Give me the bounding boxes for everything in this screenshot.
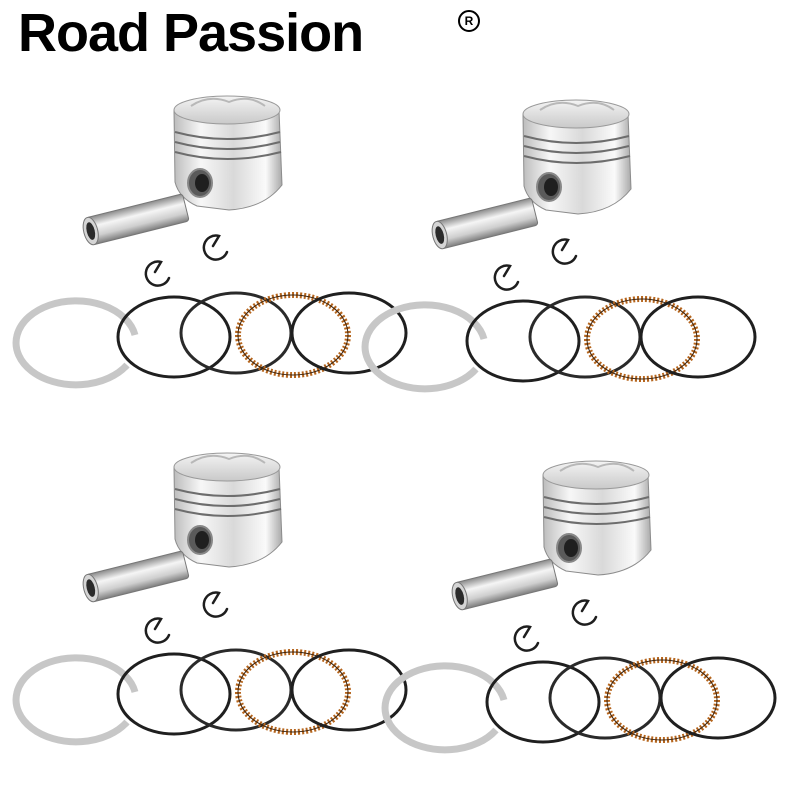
- brand-logo-text: Road Passion: [18, 3, 364, 63]
- registered-trademark-icon: R: [458, 10, 480, 32]
- kit-bottom-left: [16, 453, 406, 742]
- kit-top-right: [365, 100, 755, 389]
- kit-bottom-right: [385, 461, 775, 750]
- kit-top-left: [16, 96, 406, 385]
